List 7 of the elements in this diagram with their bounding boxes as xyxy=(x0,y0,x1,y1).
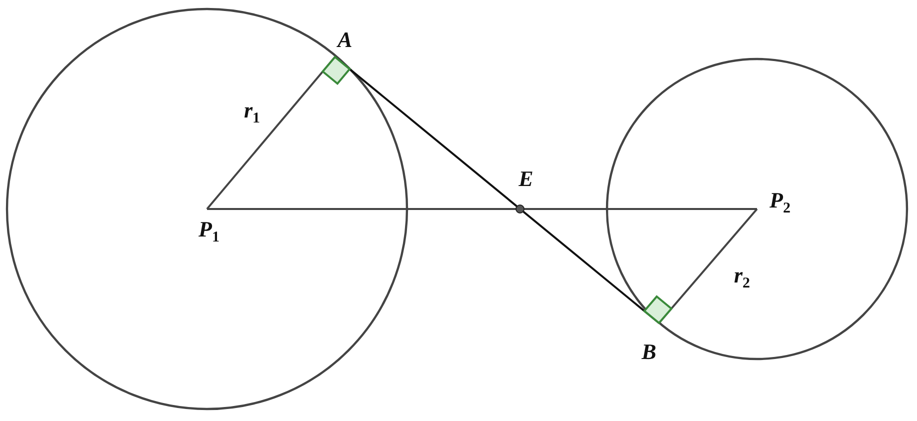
point-label: A xyxy=(338,29,352,51)
radius-label: r$_{1}$ xyxy=(244,99,260,127)
point-label: E xyxy=(518,168,534,190)
point-label: B xyxy=(642,341,656,363)
radius-label: r$_{2}$ xyxy=(734,264,750,292)
point-label: P$_{1}$ xyxy=(198,218,220,246)
point-label: P$_{2}$ xyxy=(770,189,790,217)
